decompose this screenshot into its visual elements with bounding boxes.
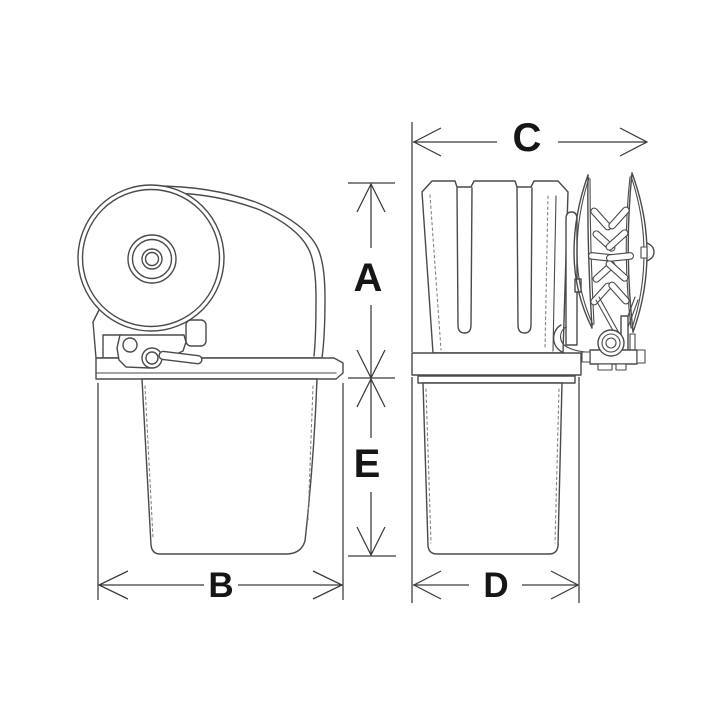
chain-pocket bbox=[590, 207, 612, 231]
gypsy-hub-nub bbox=[646, 242, 655, 262]
arrowhead-left-icon bbox=[97, 570, 129, 600]
bucket-side-wall-line bbox=[307, 385, 314, 521]
chain-pocket bbox=[606, 252, 634, 262]
chain-pocket bbox=[608, 206, 630, 230]
arrowhead-left-icon bbox=[412, 570, 442, 600]
motor-housing bbox=[421, 180, 569, 354]
clutch-lever bbox=[158, 350, 203, 365]
arrowhead-right-icon bbox=[619, 127, 649, 157]
bucket-front-wall-line bbox=[554, 388, 560, 544]
roller-ring-mid bbox=[601, 333, 621, 353]
dimension-label-d: D bbox=[483, 566, 508, 605]
dimension-A bbox=[348, 182, 395, 380]
dimension-D bbox=[411, 377, 580, 603]
housing-panel-line bbox=[552, 195, 557, 352]
dimension-E bbox=[348, 377, 396, 557]
dimension-B bbox=[97, 383, 344, 600]
roller-ring-core bbox=[605, 337, 617, 349]
drum-rim bbox=[81, 188, 221, 328]
dimension-label-b: B bbox=[208, 566, 233, 605]
bucket-front-wall-line bbox=[425, 388, 432, 544]
housing-slot bbox=[516, 187, 533, 334]
arrowhead-down-icon bbox=[356, 526, 386, 557]
side-view bbox=[77, 184, 344, 555]
dimension-label-e: E bbox=[354, 442, 381, 486]
bracket-bolt bbox=[581, 351, 591, 363]
arrowhead-right-icon bbox=[550, 570, 580, 600]
hub-bore-inner bbox=[144, 251, 160, 267]
hub-ring bbox=[131, 238, 173, 280]
bucket-front bbox=[422, 382, 563, 555]
arrowhead-right-icon bbox=[312, 570, 344, 600]
gearbox-tab bbox=[185, 319, 207, 347]
housing-inner-line bbox=[171, 192, 317, 357]
bucket-side-wall-line bbox=[144, 385, 154, 539]
arrowhead-left-icon bbox=[412, 127, 442, 157]
gypsy-flange-left bbox=[573, 174, 593, 329]
chain-pocket bbox=[605, 229, 629, 251]
housing-step bbox=[102, 334, 123, 359]
dimension-label-a: A bbox=[354, 256, 383, 300]
bracket-bolt bbox=[636, 349, 646, 364]
arrowhead-up-icon bbox=[356, 182, 386, 213]
chain-pockets bbox=[588, 206, 634, 306]
bracket-bolt bbox=[122, 337, 138, 353]
front-view bbox=[411, 172, 655, 555]
housing-draft-line bbox=[544, 195, 549, 350]
gypsy-flange-right-edge bbox=[627, 172, 634, 333]
dimension-label-c: C bbox=[513, 116, 542, 160]
chain-pocket bbox=[608, 281, 630, 305]
gypsy-hub-block bbox=[640, 246, 648, 259]
housing-slot bbox=[456, 187, 473, 334]
base-plate-front bbox=[411, 352, 582, 376]
gypsy-flange-left-edge bbox=[587, 174, 593, 329]
gypsy-flange-left-inner bbox=[576, 177, 594, 326]
dimension-annotations bbox=[97, 122, 649, 603]
chain-pocket bbox=[605, 260, 629, 282]
gypsy-flange-right-edge2 bbox=[625, 176, 632, 329]
clutch-boss bbox=[141, 347, 163, 369]
bracket-foot bbox=[597, 363, 613, 371]
gypsy-flange-left-edge2 bbox=[589, 178, 595, 325]
bucket-side bbox=[141, 378, 318, 555]
bucket-lip bbox=[417, 375, 576, 384]
clutch-boss-inner bbox=[145, 351, 159, 365]
bracket-foot bbox=[615, 363, 627, 371]
housing-draft-line bbox=[429, 194, 442, 351]
arrowhead-up-icon bbox=[356, 377, 386, 408]
dimension-C bbox=[411, 122, 649, 352]
